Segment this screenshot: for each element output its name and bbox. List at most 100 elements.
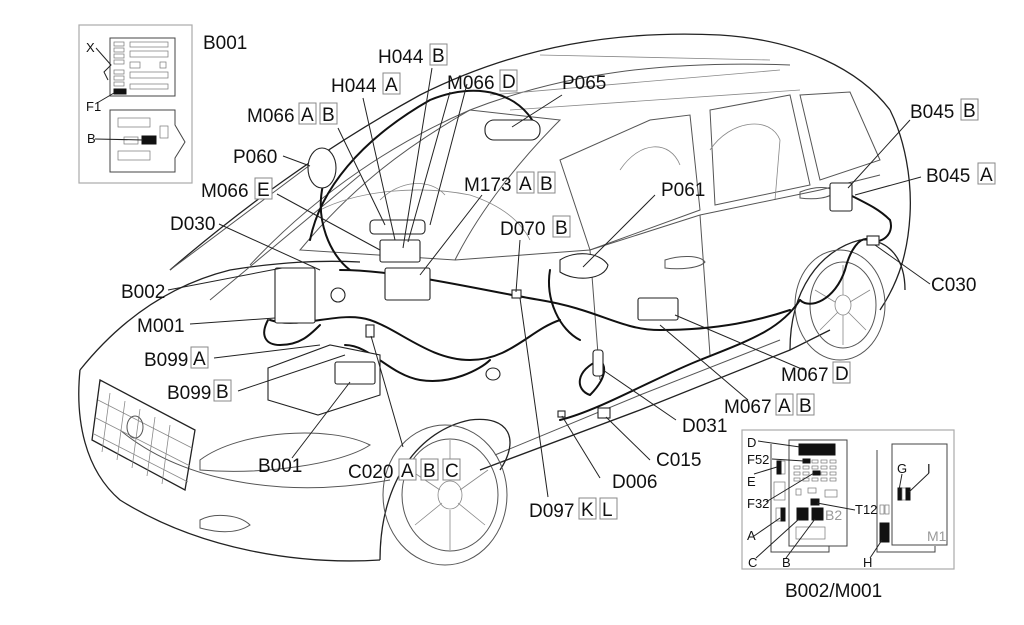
- label-p061: P061: [661, 180, 705, 201]
- leader-b: [785, 518, 816, 559]
- leader-x: [95, 47, 112, 81]
- svg-text:A: A: [193, 349, 206, 370]
- bumper-line: [119, 429, 391, 489]
- fuse-d-marker: [798, 443, 836, 456]
- a-pillar-lines: [169, 149, 361, 301]
- letter-box: [599, 497, 618, 520]
- fuse-f1-marker: [113, 88, 127, 95]
- c015-connector: [597, 407, 611, 419]
- label-p060: P060: [233, 147, 277, 168]
- i-pin-marker: [905, 487, 911, 501]
- label-d031: D031: [682, 416, 727, 437]
- inset-label-m1: M1: [927, 528, 947, 544]
- letter-box: [213, 379, 232, 402]
- d006-connector: [557, 410, 566, 418]
- rear-hatch: [879, 109, 911, 311]
- roof-harness: [309, 89, 536, 241]
- leader-f1: [96, 92, 115, 104]
- letter-box: [382, 72, 401, 95]
- engine-harness: [269, 316, 561, 361]
- svg-text:B: B: [432, 46, 445, 67]
- ecu-loop: [263, 319, 321, 346]
- badge: [126, 415, 144, 439]
- rear-side-window: [709, 94, 811, 206]
- label-c030: C030: [931, 275, 976, 296]
- svg-text:A: A: [385, 75, 398, 96]
- svg-text:H044: H044: [378, 47, 424, 68]
- a-connector-marker: [780, 507, 786, 522]
- letter-box: [298, 102, 317, 125]
- leader-i: [908, 472, 930, 493]
- front-bumper: [78, 369, 381, 562]
- svg-text:B: B: [322, 105, 335, 126]
- svg-text:M066: M066: [201, 181, 249, 202]
- label-m066-d: M066 D: [447, 69, 518, 94]
- letter-box: [254, 177, 273, 200]
- inset-b001-label-x: X: [86, 40, 95, 55]
- m173-module: [384, 267, 431, 301]
- c-connector-marker: [796, 507, 809, 521]
- sill-lower: [479, 329, 831, 471]
- a-pillar-harness: [319, 184, 351, 271]
- svg-text:C: C: [445, 461, 459, 482]
- letter-box: [499, 69, 518, 92]
- letter-box: [552, 215, 571, 238]
- svg-text:B045: B045: [926, 166, 970, 187]
- label-m067-d: M067 D: [781, 361, 851, 386]
- svg-text:L: L: [602, 500, 613, 521]
- label-m066-e: M066 E: [201, 177, 273, 202]
- label-h044-b: H044 B: [378, 43, 448, 68]
- label-d097-kl: D097 K L: [529, 497, 618, 522]
- m066-module: [379, 239, 421, 263]
- seats: [619, 123, 781, 201]
- b001-fuse-slots: [113, 41, 169, 90]
- leader-h: [869, 539, 883, 559]
- svg-text:C020: C020: [348, 462, 393, 483]
- svg-text:D097: D097: [529, 501, 574, 522]
- inset-label-g: G: [897, 461, 907, 476]
- label-b045-a: B045 A: [926, 162, 996, 187]
- inset-b001-label-b: B: [87, 131, 96, 146]
- label-d030: D030: [170, 214, 215, 235]
- b001-fuse-box: [334, 361, 376, 385]
- letter-box: [977, 162, 996, 185]
- b045-tail-module: [829, 182, 853, 212]
- label-b001-top: B001: [203, 33, 247, 54]
- letter-box: [832, 361, 851, 384]
- leader-f52: [771, 458, 805, 462]
- letter-box: [398, 458, 417, 481]
- svg-text:B: B: [423, 461, 436, 482]
- inset-label-a: A: [747, 528, 756, 543]
- leader-e: [753, 466, 778, 475]
- fog-light: [199, 514, 251, 533]
- leader-f32: [765, 472, 815, 503]
- leader-t12: [816, 502, 856, 511]
- inset-b001: X F1 B: [78, 24, 193, 184]
- leader-d: [757, 440, 801, 448]
- b002-fuse-box: [274, 267, 316, 324]
- leader-a: [753, 517, 781, 537]
- h-connector-marker: [879, 522, 890, 543]
- svg-text:M067: M067: [781, 365, 829, 386]
- label-b099-b: B099 B: [167, 379, 232, 404]
- svg-text:B045: B045: [910, 102, 954, 123]
- svg-text:K: K: [581, 500, 594, 521]
- d031-gaiter: [592, 349, 604, 377]
- inset-label-f52: F52: [747, 452, 769, 467]
- svg-text:D: D: [502, 72, 516, 93]
- letter-box: [775, 393, 794, 416]
- inset-label-f32: F32: [747, 496, 769, 511]
- rear-wheel-arch: [789, 239, 906, 351]
- slot: [795, 526, 826, 540]
- label-m173-ab: M173 A B: [464, 171, 556, 196]
- leader-b: [94, 138, 144, 141]
- svg-text:A: A: [301, 105, 314, 126]
- svg-text:D070: D070: [500, 219, 545, 240]
- svg-text:A: A: [401, 461, 414, 482]
- hood-edge: [79, 260, 361, 371]
- components: [267, 119, 880, 419]
- letter-box: [420, 458, 439, 481]
- svg-text:B: B: [555, 218, 568, 239]
- letter-box: [796, 393, 815, 416]
- svg-text:A: A: [519, 174, 532, 195]
